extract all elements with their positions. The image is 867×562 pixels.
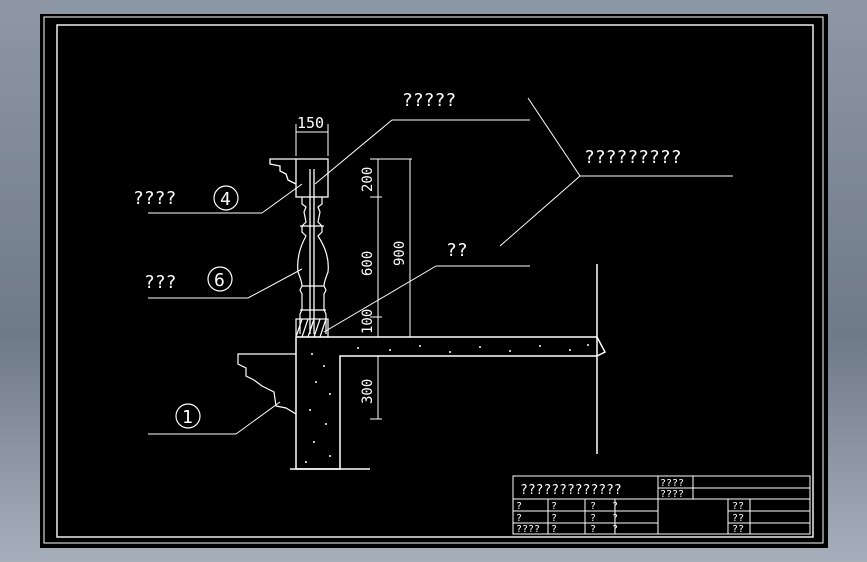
title-block-field-b: ????	[660, 489, 684, 500]
title-block-r1c3: ?	[590, 501, 596, 512]
leader-lines	[148, 97, 733, 435]
outer-border	[43, 16, 824, 544]
concrete-section	[290, 264, 607, 470]
dimension-lines	[295, 124, 418, 420]
title-block-field-a: ????	[660, 478, 684, 489]
title-block-r2c2: ?	[551, 513, 557, 524]
title-block-r1c2: ?	[551, 501, 557, 512]
title-block-r3c4: ?	[612, 524, 618, 535]
callout-circles	[175, 185, 239, 429]
right-label: ?????????	[584, 147, 682, 168]
dim-300: 300	[360, 379, 376, 404]
drawing-viewport[interactable]: ????? ????????? ???? 4 ??? 6 ?? 1 150 20…	[40, 14, 828, 548]
inner-border	[56, 24, 814, 538]
concrete-speckle	[305, 344, 589, 463]
dim-600: 600	[360, 251, 376, 276]
title-block-r3c3: ?	[590, 524, 596, 535]
title-block-r2c4: ?	[612, 513, 618, 524]
dim-100: 100	[360, 309, 376, 334]
title-block-r3c1: ????	[516, 524, 540, 535]
top-label: ?????	[402, 90, 456, 111]
title-block	[512, 475, 811, 535]
baluster-body	[295, 197, 329, 338]
callout-1-text: 1	[182, 407, 193, 428]
dim-150: 150	[297, 114, 324, 132]
cad-drawing: ????? ????????? ???? 4 ??? 6 ?? 1 150 20…	[43, 16, 824, 544]
title-block-r1c4: ?	[612, 501, 618, 512]
lower-moulding	[237, 353, 297, 415]
mid-label: ??	[446, 240, 468, 261]
title-block-r3c5: ??	[732, 524, 744, 535]
title-block-r1c5: ??	[732, 501, 744, 512]
callout-6-text: 6	[214, 270, 225, 291]
left-label-4: ????	[133, 188, 176, 209]
title-block-title: ?????????????	[520, 483, 622, 498]
title-block-r2c3: ?	[590, 513, 596, 524]
title-block-r3c2: ?	[551, 524, 557, 535]
dim-900: 900	[392, 241, 408, 266]
title-block-r2c1: ?	[516, 513, 522, 524]
title-block-r2c5: ??	[732, 513, 744, 524]
title-block-r1c1: ?	[516, 501, 522, 512]
dim-200: 200	[360, 167, 376, 192]
left-label-6: ???	[144, 272, 177, 293]
baluster-rail	[269, 158, 329, 334]
callout-4-text: 4	[220, 189, 231, 210]
